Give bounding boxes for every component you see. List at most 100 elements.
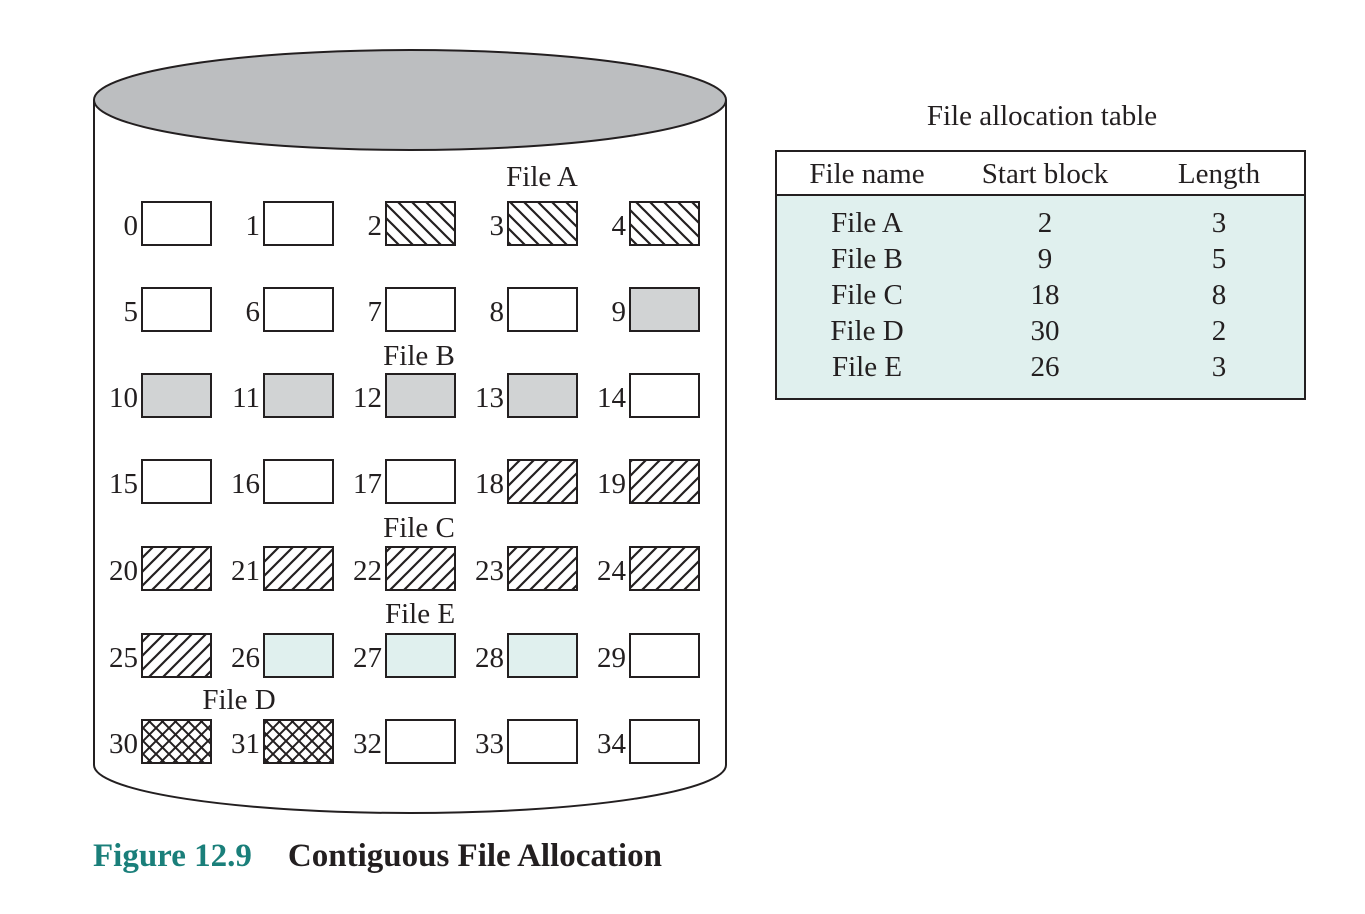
file-labels: File A File B File C File E File D bbox=[202, 161, 578, 716]
row-file-name: File B bbox=[831, 243, 903, 275]
row-length: 8 bbox=[1211, 279, 1227, 311]
block-number: 16 bbox=[231, 468, 260, 500]
row-file-name: File C bbox=[831, 279, 903, 311]
file-label-e: File E bbox=[385, 598, 455, 630]
block-number: 12 bbox=[353, 382, 382, 414]
figure-title: Contiguous File Allocation bbox=[287, 838, 662, 874]
row-length: 2 bbox=[1211, 315, 1227, 347]
disk-block-7 bbox=[385, 287, 456, 332]
disk-block-10 bbox=[141, 373, 212, 418]
row-file-name: File E bbox=[831, 351, 903, 383]
block-number: 23 bbox=[475, 555, 504, 587]
disk-block-5 bbox=[141, 287, 212, 332]
disk-block-21 bbox=[263, 546, 334, 591]
disk-block-11 bbox=[263, 373, 334, 418]
file-label-b: File B bbox=[383, 340, 455, 372]
disk-block-6 bbox=[263, 287, 334, 332]
disk-block-19 bbox=[629, 459, 700, 504]
disk-block-24 bbox=[629, 546, 700, 591]
block-number: 3 bbox=[490, 210, 505, 242]
disk-cylinder-top bbox=[93, 49, 727, 151]
block-number: 25 bbox=[109, 642, 138, 674]
disk-block-26 bbox=[263, 633, 334, 678]
disk-block-13 bbox=[507, 373, 578, 418]
disk-block-22 bbox=[385, 546, 456, 591]
disk-block-27 bbox=[385, 633, 456, 678]
disk-block-3 bbox=[507, 201, 578, 246]
disk-block-25 bbox=[141, 633, 212, 678]
block-number: 8 bbox=[490, 296, 505, 328]
file-label-d: File D bbox=[202, 684, 275, 716]
row-start-block: 26 bbox=[1030, 351, 1060, 383]
row-start-block: 18 bbox=[1030, 279, 1060, 311]
block-number: 4 bbox=[612, 210, 627, 242]
disk-block-23 bbox=[507, 546, 578, 591]
disk-block-14 bbox=[629, 373, 700, 418]
block-number: 29 bbox=[597, 642, 626, 674]
disk-block-9 bbox=[629, 287, 700, 332]
block-number: 13 bbox=[475, 382, 504, 414]
block-number: 30 bbox=[109, 728, 138, 760]
disk-block-34 bbox=[629, 719, 700, 764]
disk-block-28 bbox=[507, 633, 578, 678]
disk-block-31 bbox=[263, 719, 334, 764]
block-number: 22 bbox=[353, 555, 382, 587]
header-length: Length bbox=[1177, 158, 1261, 190]
disk-block-15 bbox=[141, 459, 212, 504]
block-number: 18 bbox=[475, 468, 504, 500]
table-header-row: File name Start block Length bbox=[777, 152, 1304, 196]
block-number: 20 bbox=[109, 555, 138, 587]
disk-block-18 bbox=[507, 459, 578, 504]
block-number: 1 bbox=[246, 210, 261, 242]
block-number: 26 bbox=[231, 642, 260, 674]
block-number: 27 bbox=[353, 642, 382, 674]
disk-block-17 bbox=[385, 459, 456, 504]
figure-caption: Figure 12.9 Contiguous File Allocation bbox=[93, 838, 662, 875]
block-number: 11 bbox=[232, 382, 260, 414]
block-number: 19 bbox=[597, 468, 626, 500]
block-number: 33 bbox=[475, 728, 504, 760]
block-number: 21 bbox=[231, 555, 260, 587]
block-number: 10 bbox=[109, 382, 138, 414]
disk-block-33 bbox=[507, 719, 578, 764]
disk-block-20 bbox=[141, 546, 212, 591]
disk-block-29 bbox=[629, 633, 700, 678]
header-start-block: Start block bbox=[981, 158, 1109, 190]
block-number: 5 bbox=[124, 296, 139, 328]
row-start-block: 30 bbox=[1030, 315, 1060, 347]
row-length: 3 bbox=[1211, 351, 1227, 383]
block-number: 2 bbox=[368, 210, 383, 242]
block-number: 9 bbox=[612, 296, 627, 328]
disk-block-8 bbox=[507, 287, 578, 332]
disk-block-16 bbox=[263, 459, 334, 504]
file-allocation-table: File name Start block Length File A 2 3 … bbox=[775, 150, 1306, 400]
row-file-name: File A bbox=[831, 207, 903, 239]
disk-block-12 bbox=[385, 373, 456, 418]
block-number: 0 bbox=[124, 210, 139, 242]
row-length: 3 bbox=[1211, 207, 1227, 239]
disk-block-32 bbox=[385, 719, 456, 764]
row-start-block: 2 bbox=[1037, 207, 1053, 239]
row-start-block: 9 bbox=[1037, 243, 1053, 275]
disk-block-4 bbox=[629, 201, 700, 246]
block-number: 28 bbox=[475, 642, 504, 674]
block-number: 6 bbox=[246, 296, 261, 328]
header-file-name: File name bbox=[809, 158, 925, 190]
file-label-c: File C bbox=[383, 512, 455, 544]
block-number: 31 bbox=[231, 728, 260, 760]
block-number: 14 bbox=[597, 382, 627, 414]
allocation-table-title: File allocation table bbox=[926, 100, 1158, 132]
block-number: 7 bbox=[368, 296, 383, 328]
disk-block-30 bbox=[141, 719, 212, 764]
block-number: 32 bbox=[353, 728, 382, 760]
block-number: 17 bbox=[353, 468, 382, 500]
disk-block-2 bbox=[385, 201, 456, 246]
figure-number: Figure 12.9 bbox=[93, 838, 252, 874]
disk-block-0 bbox=[141, 201, 212, 246]
block-number: 34 bbox=[597, 728, 627, 760]
disk-block-1 bbox=[263, 201, 334, 246]
file-label-a: File A bbox=[506, 161, 578, 193]
block-number: 24 bbox=[597, 555, 627, 587]
